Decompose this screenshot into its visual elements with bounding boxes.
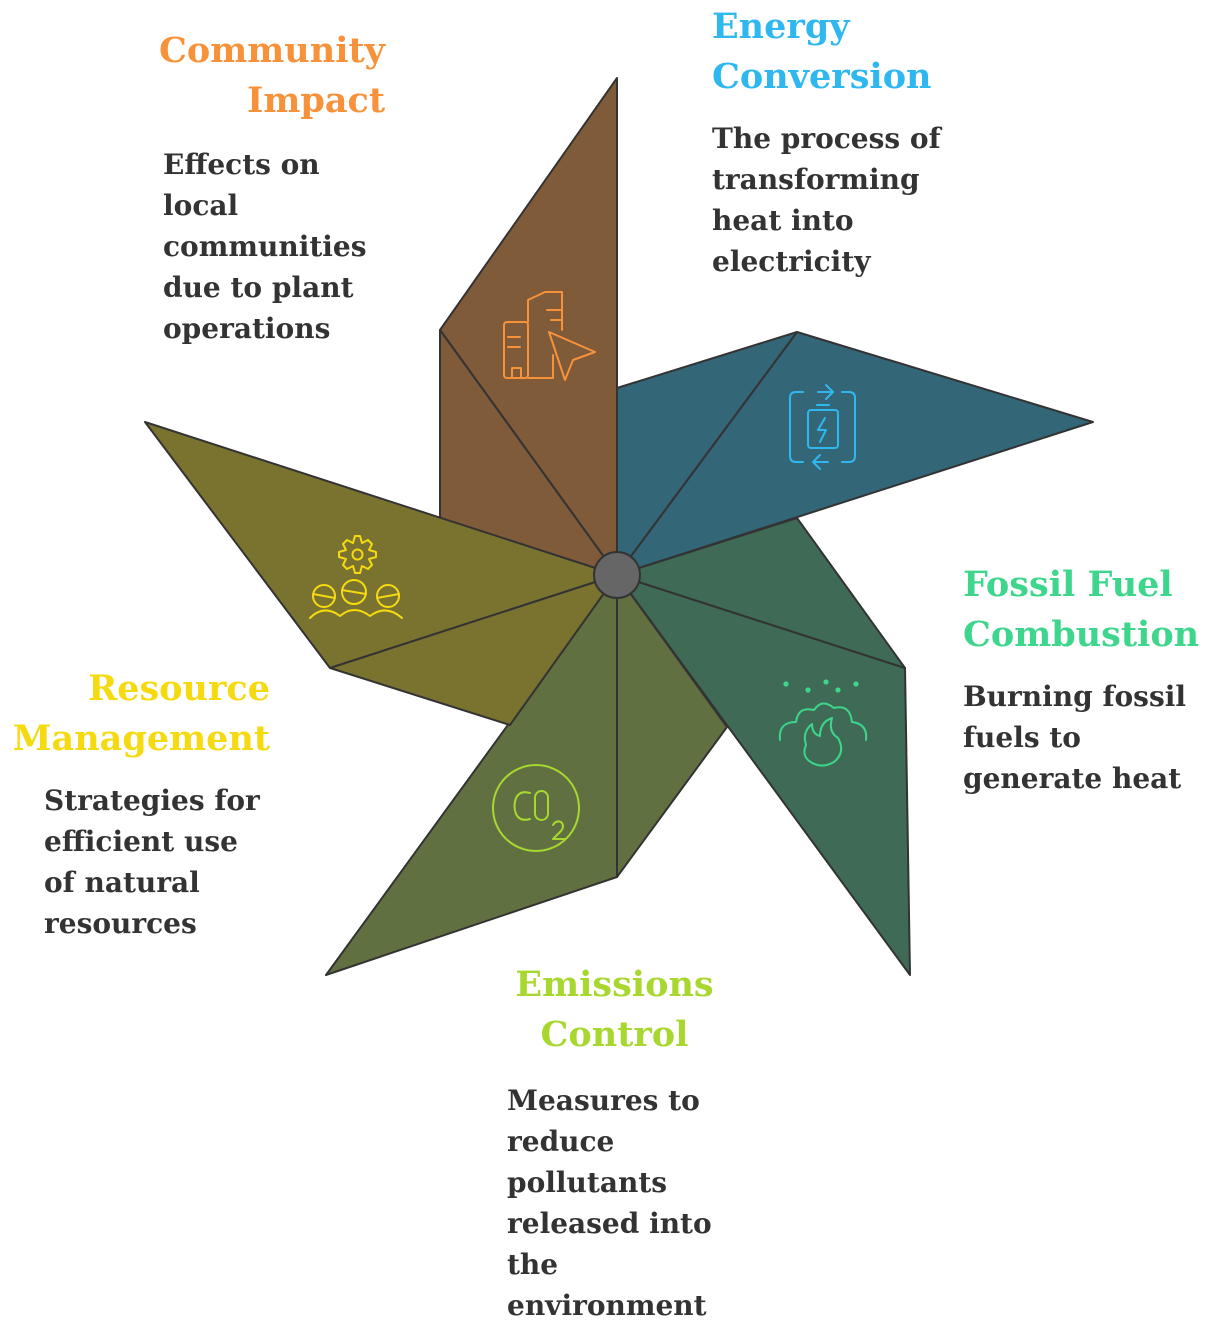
- energy-conversion-block: Energy Conversion The process of transfo…: [712, 2, 941, 282]
- title-line: Impact: [246, 80, 385, 121]
- desc-line: of natural: [44, 866, 200, 899]
- title-line: Fossil Fuel: [963, 564, 1173, 605]
- title-line: Conversion: [712, 56, 932, 97]
- community-impact-block: Community Impact Effects on local commun…: [150, 26, 385, 349]
- blade-resource-management: [144, 421, 618, 726]
- desc-line: released into: [507, 1207, 712, 1240]
- fossil-fuel-combustion-description: Burning fossil fuels to generate heat: [963, 676, 1199, 799]
- desc-line: Strategies for: [44, 784, 260, 817]
- desc-line: due to plant: [163, 271, 354, 304]
- hub-circle: [593, 551, 641, 599]
- desc-line: local: [163, 189, 239, 222]
- desc-line: The process of: [712, 122, 941, 155]
- desc-line: communities: [163, 230, 367, 263]
- desc-line: generate heat: [963, 762, 1182, 795]
- community-impact-description: Effects on local communities due to plan…: [163, 144, 385, 349]
- title-line: Emissions: [515, 964, 714, 1005]
- blade-energy-conversion: [616, 331, 1094, 576]
- resource-management-title: Resource Management: [10, 664, 270, 764]
- title-line: Control: [540, 1014, 689, 1055]
- gear-people-icon: [309, 535, 403, 619]
- community-impact-title: Community Impact: [150, 26, 385, 126]
- co2-icon: [492, 764, 580, 852]
- desc-line: the: [507, 1248, 559, 1281]
- emissions-control-description: Measures to reduce pollutants released i…: [507, 1080, 722, 1326]
- desc-line: environment: [507, 1289, 707, 1322]
- resource-management-block: Resource Management Strategies for effic…: [10, 664, 270, 944]
- title-line: Management: [12, 718, 270, 759]
- desc-line: resources: [44, 907, 197, 940]
- energy-conversion-description: The process of transforming heat into el…: [712, 118, 941, 282]
- resource-management-description: Strategies for efficient use of natural …: [44, 780, 270, 944]
- desc-line: efficient use: [44, 825, 238, 858]
- desc-line: fuels to: [963, 721, 1081, 754]
- desc-line: electricity: [712, 245, 871, 278]
- city-buildings-icon: [503, 291, 596, 381]
- desc-line: heat into: [712, 204, 854, 237]
- desc-line: operations: [163, 312, 331, 345]
- emissions-control-block: Emissions Control Measures to reduce pol…: [507, 960, 722, 1326]
- desc-line: Measures to: [507, 1084, 700, 1117]
- battery-cycle-icon: [789, 384, 856, 470]
- fossil-fuel-combustion-block: Fossil Fuel Combustion Burning fossil fu…: [963, 560, 1199, 799]
- desc-line: transforming: [712, 163, 920, 196]
- title-line: Community: [159, 30, 385, 71]
- desc-line: pollutants: [507, 1166, 668, 1199]
- energy-conversion-title: Energy Conversion: [712, 2, 941, 102]
- blade-community-impact: [439, 77, 618, 576]
- title-line: Energy: [712, 6, 850, 47]
- desc-line: Burning fossil: [963, 680, 1186, 713]
- title-line: Combustion: [963, 614, 1200, 655]
- title-line: Resource: [88, 668, 270, 709]
- desc-line: reduce: [507, 1125, 615, 1158]
- desc-line: Effects on: [163, 148, 320, 181]
- emissions-control-title: Emissions Control: [507, 960, 722, 1060]
- fossil-fuel-combustion-title: Fossil Fuel Combustion: [963, 560, 1199, 660]
- fire-smoke-icon: [778, 679, 868, 767]
